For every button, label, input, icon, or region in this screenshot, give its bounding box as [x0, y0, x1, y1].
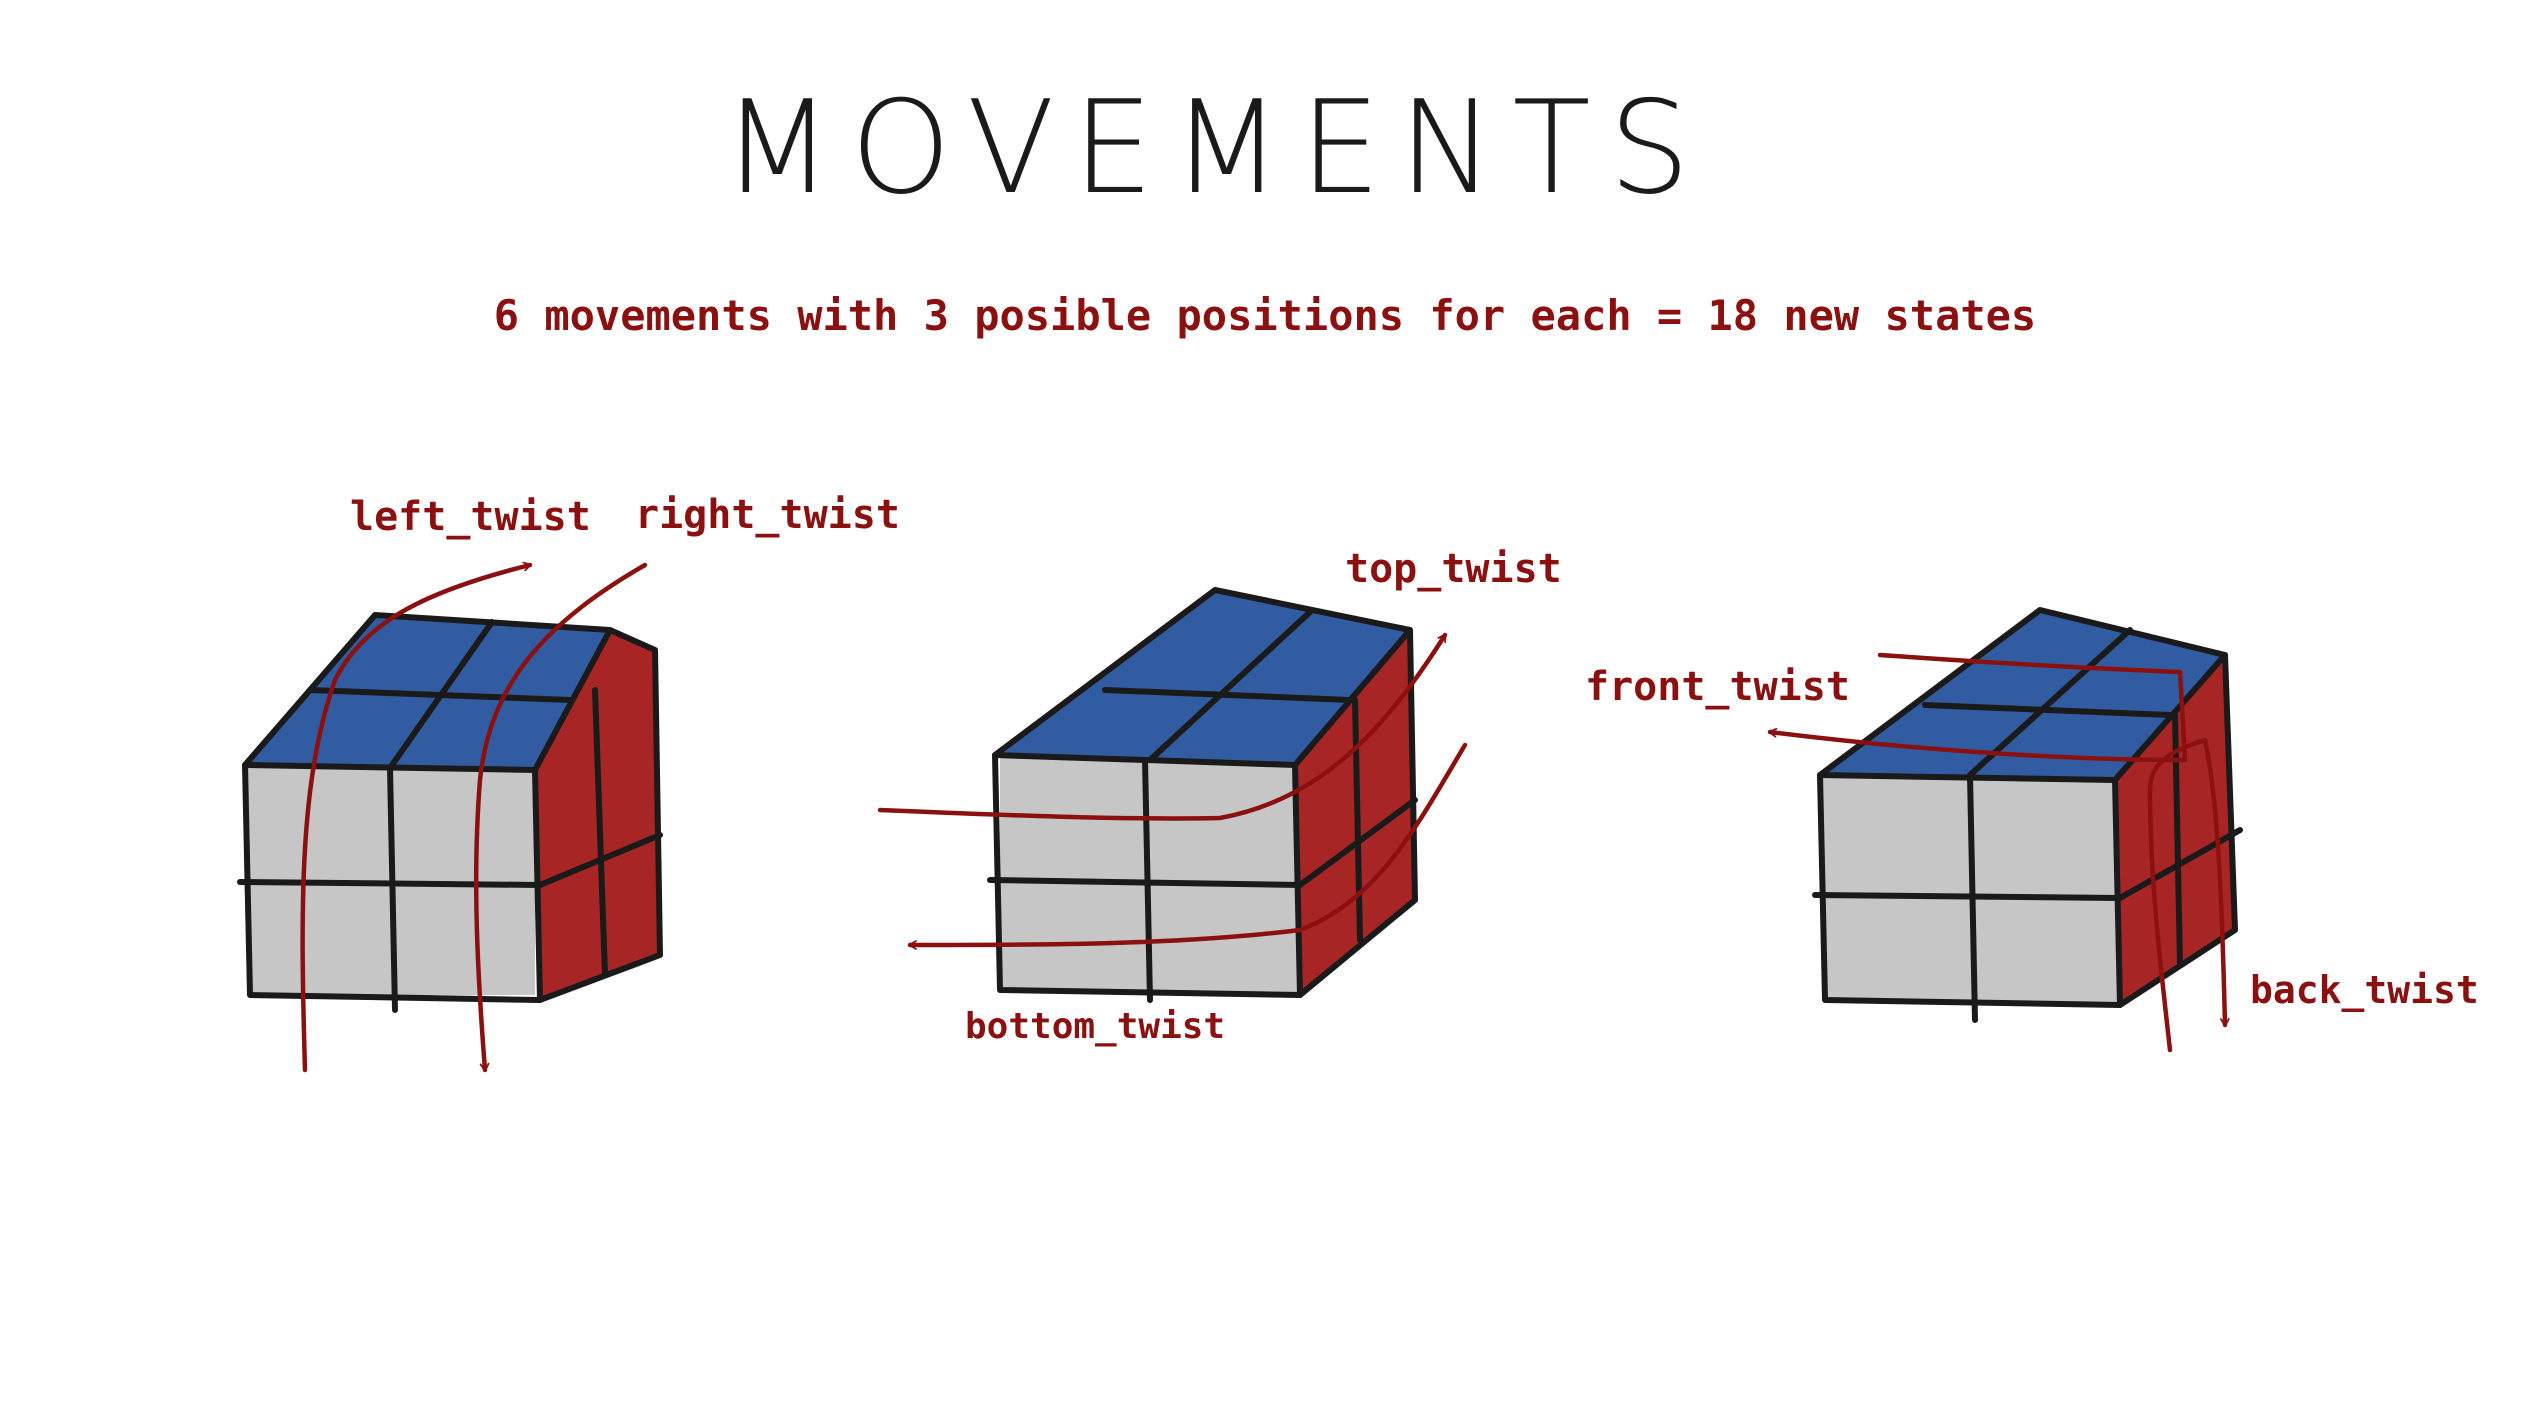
label-left-twist: left_twist — [350, 494, 591, 540]
front-twist-arrow — [1767, 652, 2188, 763]
diagram-title: MOVEMENTS — [722, 74, 1708, 223]
bottom-twist-arrow — [907, 742, 1468, 950]
label-front-twist: front_twist — [1585, 664, 1850, 710]
cube-top-face — [1000, 590, 1410, 765]
diagram-subtitle: 6 movements with 3 posible positions for… — [494, 291, 2036, 340]
cube-left-right — [237, 612, 663, 1013]
label-bottom-twist: bottom_twist — [965, 1006, 1225, 1047]
top-twist-arrow — [877, 632, 1448, 821]
movement-arrows — [300, 561, 2230, 1073]
left-twist-arrow — [300, 561, 533, 1073]
label-top-twist: top_twist — [1345, 546, 1562, 592]
back-twist-arrow — [2147, 737, 2230, 1053]
right-twist-arrow — [473, 562, 648, 1073]
label-right-twist: right_twist — [635, 492, 900, 538]
cube-top-face — [1820, 610, 2225, 780]
label-back-twist: back_twist — [2250, 968, 2479, 1012]
